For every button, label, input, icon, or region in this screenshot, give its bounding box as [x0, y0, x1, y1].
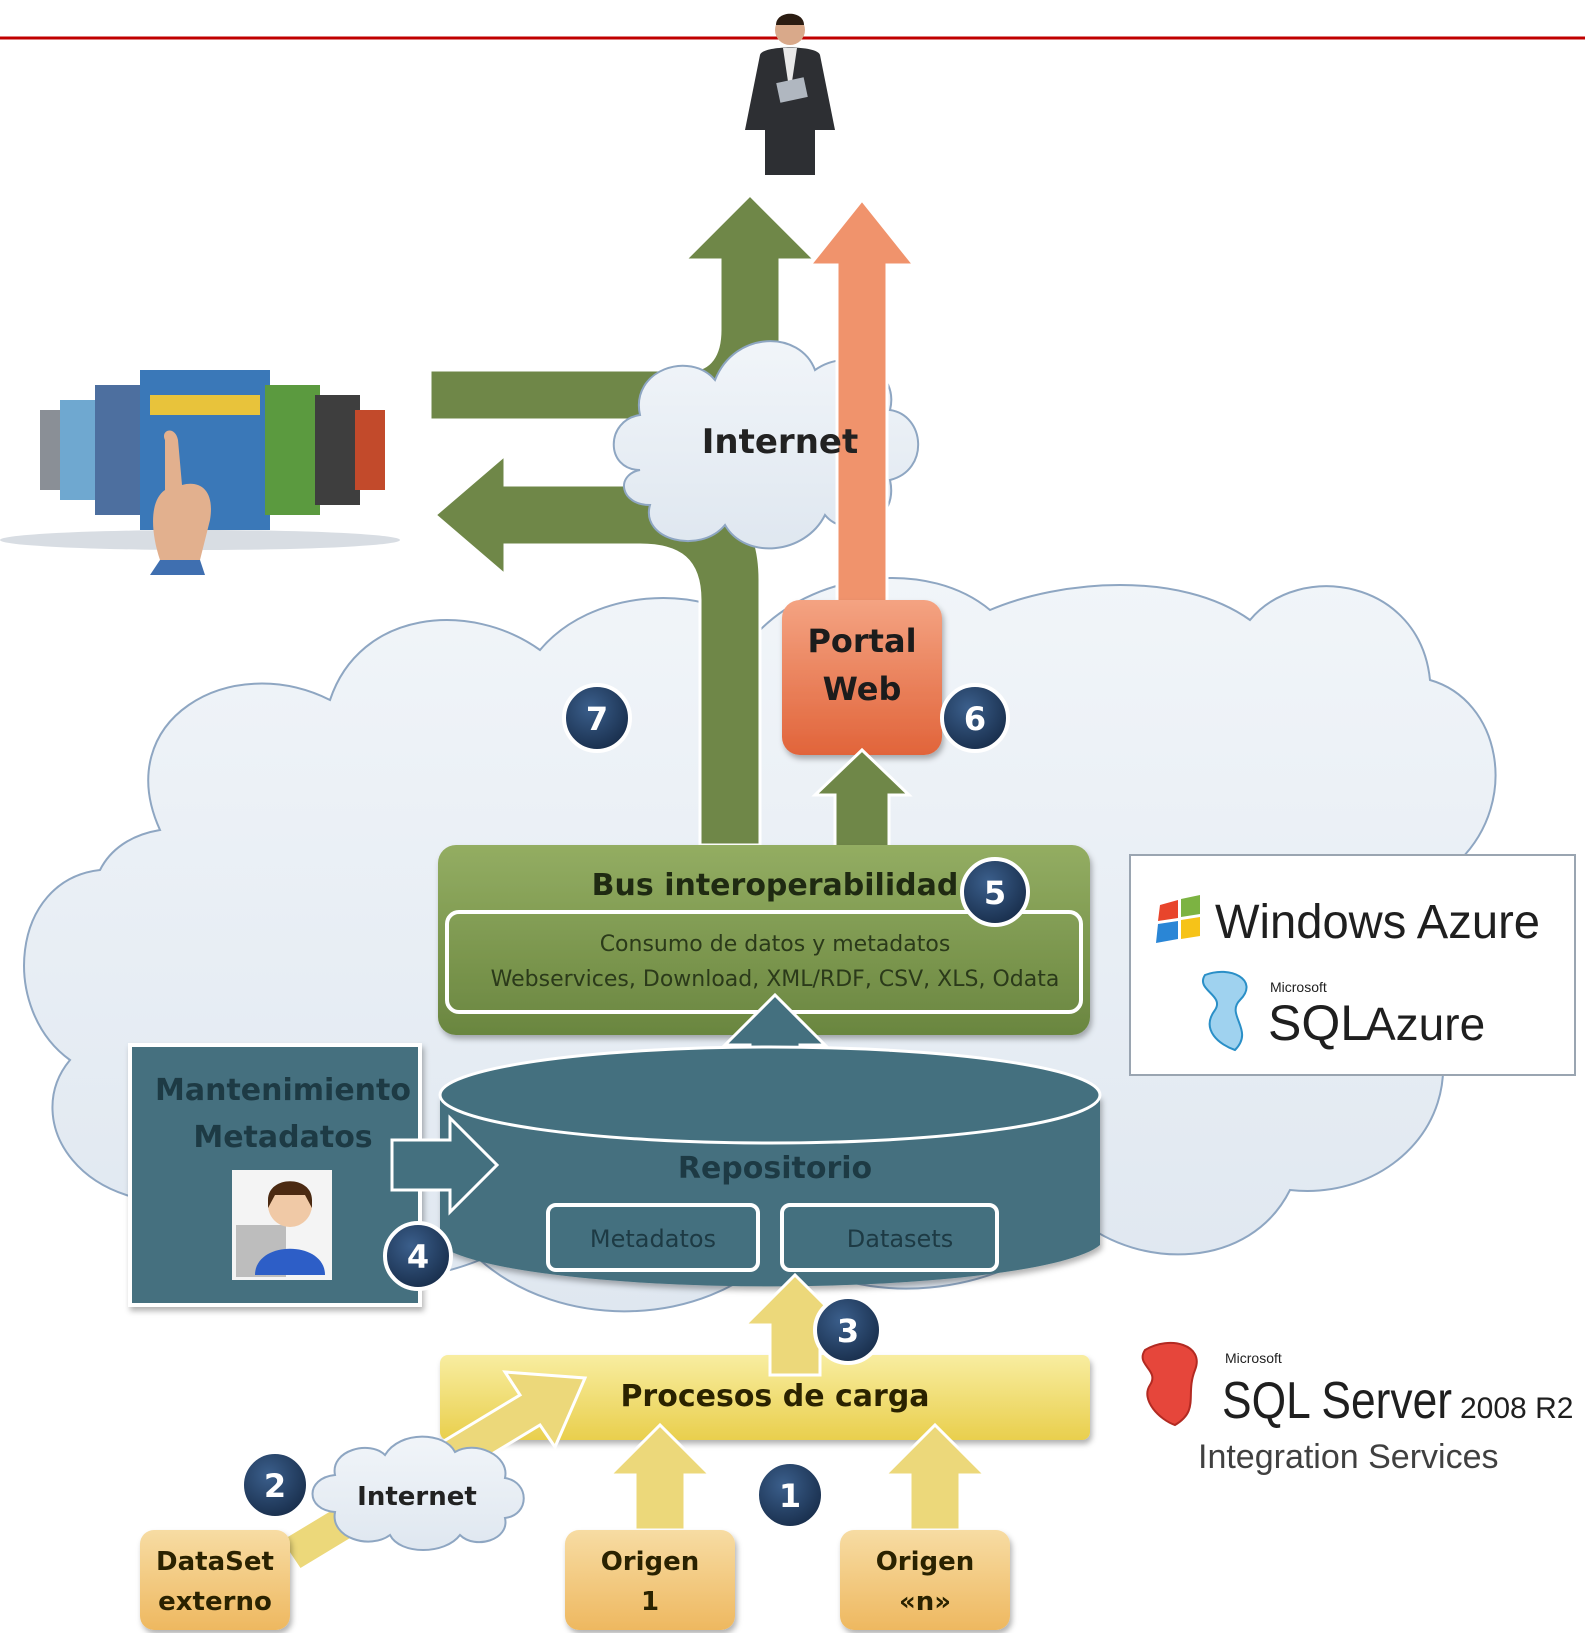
arrow-origen1-up — [606, 1422, 714, 1532]
badge-6: 6 — [940, 683, 1010, 753]
repository-title: Repositorio — [678, 1151, 872, 1186]
badge-3: 3 — [813, 1295, 883, 1365]
maintenance-line1: Mantenimiento — [155, 1073, 411, 1108]
sqlserver-version: 2008 R2 — [1460, 1392, 1573, 1425]
sql-azure-azure: Azure — [1365, 998, 1485, 1050]
svg-text:4: 4 — [407, 1238, 429, 1276]
badge-4: 4 — [383, 1221, 453, 1291]
svg-text:5: 5 — [984, 874, 1006, 912]
sqlserver-logo: Microsoft SQL Server 2008 R2 Integration… — [1141, 1341, 1573, 1476]
origenn-box — [840, 1530, 1010, 1630]
internet-top-label: Internet — [702, 422, 858, 462]
azure-logo-panel: Windows Azure Microsoft SQL Azure — [1129, 854, 1576, 1076]
svg-text:3: 3 — [837, 1312, 859, 1350]
sql-azure-icon — [1202, 970, 1248, 1052]
repository-metadatos-box — [546, 1203, 760, 1272]
bus-sub2: Webservices, Download, XML/RDF, CSV, XLS… — [491, 967, 1060, 992]
user-icon — [232, 1170, 332, 1280]
origen1-box — [565, 1530, 735, 1630]
sqlserver-microsoft: Microsoft — [1225, 1350, 1282, 1366]
arrow-maintenance-to-repo — [390, 1114, 500, 1216]
web-screens-image — [0, 365, 400, 575]
svg-text:1: 1 — [779, 1477, 801, 1515]
svg-text:7: 7 — [586, 700, 608, 738]
integration-services-text: Integration Services — [1198, 1438, 1499, 1476]
badge-5: 5 — [960, 857, 1030, 927]
bus-title: Bus interoperabilidad — [592, 868, 959, 903]
portal-web-box — [782, 600, 942, 755]
repository-top — [438, 1045, 1102, 1145]
dataset-externo-line2: externo — [158, 1587, 272, 1617]
dataset-externo-box — [140, 1530, 290, 1630]
dataset-externo-line1: DataSet — [156, 1547, 274, 1577]
sqlserver-name: SQL Server — [1222, 1372, 1452, 1430]
businessman-icon — [745, 13, 835, 175]
origenn-line1: Origen — [876, 1547, 975, 1577]
repository-metadatos: Metadatos — [590, 1225, 716, 1253]
sql-azure-sql: SQL — [1268, 995, 1368, 1051]
origen1-line1: Origen — [601, 1547, 700, 1577]
internet-bottom-label: Internet — [357, 1482, 477, 1512]
cloud-internet-bottom — [311, 1435, 525, 1551]
sql-azure-microsoft: Microsoft — [1270, 979, 1327, 995]
portal-web-line1: Portal — [807, 622, 916, 660]
svg-text:2: 2 — [264, 1467, 286, 1505]
bus-box — [438, 845, 1090, 1035]
bus-sub1: Consumo de datos y metadatos — [600, 932, 951, 957]
badge-7: 7 — [562, 683, 632, 753]
repository-datasets: Datasets — [847, 1225, 954, 1253]
windows-flag-icon — [1156, 895, 1200, 943]
arrow-origenn-up — [881, 1422, 989, 1532]
repository-datasets-box — [780, 1203, 999, 1272]
windows-azure-text: Windows Azure — [1215, 896, 1540, 949]
badge-2: 2 — [240, 1450, 310, 1520]
svg-text:6: 6 — [964, 700, 986, 738]
load-title: Procesos de carga — [620, 1379, 929, 1414]
origen1-line2: 1 — [641, 1587, 659, 1617]
portal-web-line2: Web — [823, 670, 902, 708]
origenn-line2: «n» — [899, 1587, 951, 1617]
arrow-salmon-up — [806, 197, 918, 612]
maintenance-line2: Metadatos — [193, 1120, 372, 1155]
arrow-bus-to-portal — [811, 747, 913, 852]
load-box — [440, 1355, 1090, 1440]
badge-1: 1 — [755, 1460, 825, 1530]
sqlserver-icon — [1141, 1341, 1198, 1427]
